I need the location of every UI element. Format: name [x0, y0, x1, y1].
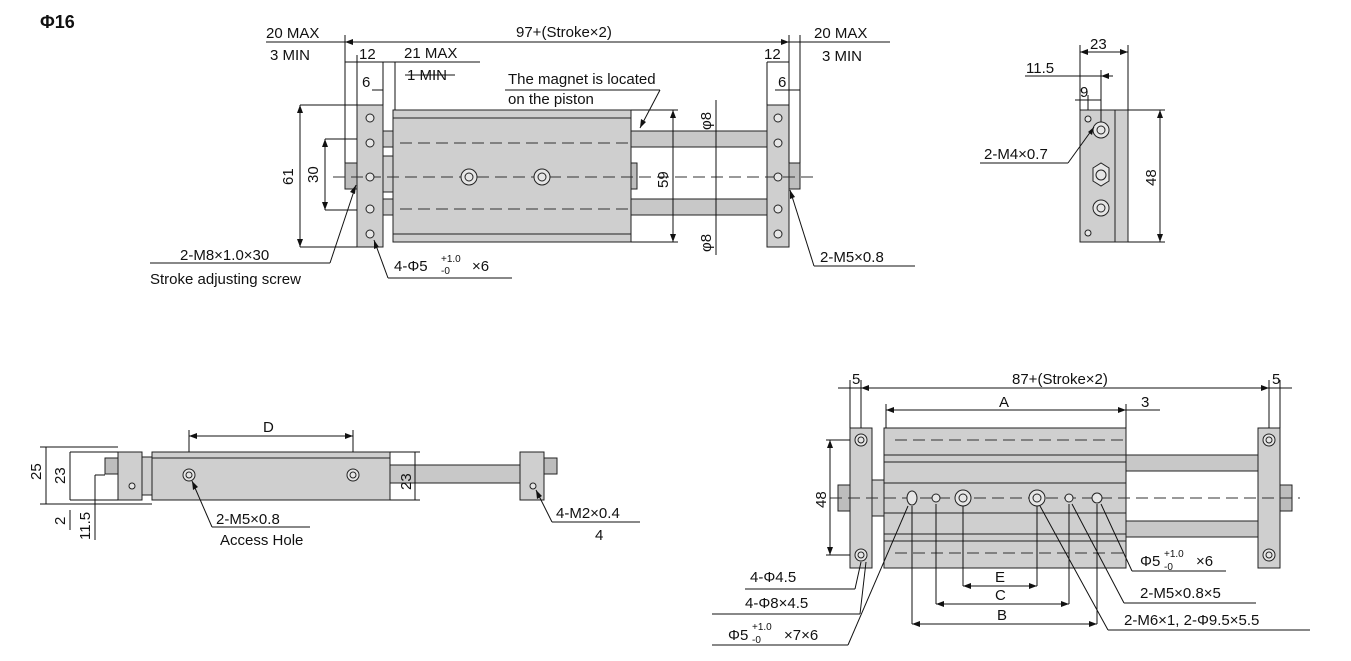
dim-21max: 21 MAX: [404, 45, 457, 62]
dim-30: 30: [305, 166, 322, 183]
side-right-plate: [519, 451, 545, 501]
bottom-upper-rod: [1125, 454, 1259, 472]
m2-label: 4-M2×0.4: [556, 505, 620, 522]
magnet-note-line2: on the piston: [508, 91, 594, 108]
port-label: 2-M5×0.8: [820, 249, 884, 266]
label-phi5-tol-minus: -0: [752, 635, 761, 646]
right-phi5-suffix: ×6: [1196, 553, 1213, 570]
upper-guide-rod: [630, 130, 768, 148]
dim-5-right: 5: [1272, 371, 1280, 388]
right-phi5-tol-plus: +1.0: [1164, 549, 1184, 560]
right-max-label: 20 MAX: [814, 25, 867, 42]
dim-A: A: [999, 394, 1009, 411]
dim-1min: 1 MIN: [407, 67, 447, 84]
dim-3: 3: [1141, 394, 1149, 411]
side-left-plate: [117, 451, 143, 501]
end-view: 23 11.5 9 48 2-M4×0.7: [980, 36, 1165, 243]
right-phi5-tol-minus: -0: [1164, 562, 1173, 573]
dim-23-end: 23: [1090, 36, 1107, 53]
left-min-label: 3 MIN: [270, 47, 310, 64]
dim-B: B: [997, 607, 1007, 624]
dim-59: 59: [655, 171, 672, 188]
rod-dia-top: φ8: [698, 112, 715, 130]
left-boss: [382, 155, 394, 193]
hole-label-prefix: 4-Φ5: [394, 258, 428, 275]
bottom-view: 5 87+(Stroke×2) 5 A 3 48 E C B 4-Φ4.5: [712, 371, 1310, 646]
screw-description: Stroke adjusting screw: [150, 271, 301, 288]
access-hole-desc: Access Hole: [220, 532, 303, 549]
dim-12-right: 12: [764, 46, 781, 63]
m2-depth: 4: [595, 527, 603, 544]
label-phi5-prefix: Φ5: [728, 627, 748, 644]
dim-6-left: 6: [362, 74, 370, 91]
dim-2: 2: [52, 517, 69, 525]
hole-label-suffix: ×6: [472, 258, 489, 275]
left-stopper: [344, 162, 358, 190]
dim-48-bottom: 48: [813, 491, 830, 508]
lower-guide-rod: [630, 198, 768, 216]
right-min-label: 3 MIN: [822, 48, 862, 65]
label-phi5-tol-plus: +1.0: [752, 622, 772, 633]
dim-25: 25: [28, 463, 45, 480]
label-4-phi4-5: 4-Φ4.5: [750, 569, 796, 586]
dim-23-right: 23: [398, 473, 415, 490]
total-length-label: 97+(Stroke×2): [516, 24, 612, 41]
label-m5-thread: 2-M5×0.8×5: [1140, 585, 1221, 602]
drawing-title: Φ16: [40, 12, 75, 32]
right-stopper: [788, 162, 801, 190]
dim-11-5-side: 11.5: [77, 512, 94, 540]
side-view: D 25 23 2 11.5 23 2-M5×0.8 Access Hole 4…: [28, 419, 640, 549]
screw-label: 2-M8×1.0×30: [180, 247, 269, 264]
dim-5-left: 5: [852, 371, 860, 388]
right-phi5-prefix: Φ5: [1140, 553, 1160, 570]
dim-C: C: [995, 587, 1006, 604]
dim-12-left: 12: [359, 46, 376, 63]
top-view: 20 MAX 3 MIN 97+(Stroke×2) 20 MAX 3 MIN …: [150, 24, 915, 288]
dim-61: 61: [280, 168, 297, 185]
bottom-total-label: 87+(Stroke×2): [1012, 371, 1108, 388]
label-phi5-suffix: ×7×6: [784, 627, 818, 644]
dim-9-end: 9: [1080, 84, 1088, 101]
hole-tol-minus: -0: [441, 266, 450, 277]
dim-48-end: 48: [1143, 169, 1160, 186]
dim-23-left: 23: [52, 467, 69, 484]
thread-label: 2-M4×0.7: [984, 146, 1048, 163]
label-m6-thread: 2-M6×1, 2-Φ9.5×5.5: [1124, 612, 1259, 629]
main-body: [392, 109, 632, 243]
dim-E: E: [995, 569, 1005, 586]
dim-D: D: [263, 419, 274, 436]
hole-tol-plus: +1.0: [441, 254, 461, 265]
access-hole-label: 2-M5×0.8: [216, 511, 280, 528]
dim-6-right: 6: [778, 74, 786, 91]
rod-dia-bottom: φ8: [698, 234, 715, 252]
magnet-note-line1: The magnet is located: [508, 71, 656, 88]
dim-11-5-end: 11.5: [1026, 60, 1054, 77]
label-4-phi8: 4-Φ8×4.5: [745, 595, 808, 612]
left-max-label: 20 MAX: [266, 25, 319, 42]
bottom-lower-rod: [1125, 520, 1259, 538]
